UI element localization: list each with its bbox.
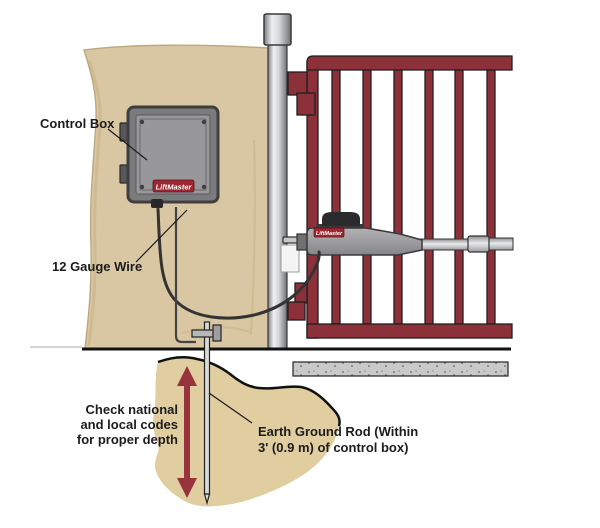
ground-wire [174, 207, 196, 344]
leader-line-wire [135, 209, 188, 263]
depth-note-line1: Check national [85, 402, 178, 417]
gate-hinge-lower [287, 301, 306, 321]
depth-note: Check national and local codes for prope… [60, 402, 178, 447]
rod-coupler [467, 235, 490, 253]
actuator-rod [419, 238, 473, 251]
soil-surface-line [157, 356, 341, 427]
liftmaster-logo: LiftMaster [152, 179, 195, 193]
post-cap [263, 13, 292, 46]
earth-note-line2: 3' (0.9 m) of control box) [258, 440, 409, 455]
gate-bar [362, 69, 372, 325]
wire-label: 12 Gauge Wire [52, 259, 143, 274]
gate-top-rail [306, 55, 513, 71]
gate-bar [486, 69, 496, 325]
power-wire [156, 207, 321, 320]
gate-bar [331, 69, 341, 325]
gate-hinge-upper [287, 71, 308, 96]
motor-cap [322, 212, 360, 226]
rod-tip [203, 493, 211, 506]
depth-note-line2: and local codes [80, 417, 178, 432]
gate-hinge-upper [296, 92, 316, 116]
control-box: LiftMaster [119, 105, 220, 208]
svg-text:LiftMaster: LiftMaster [156, 183, 193, 192]
gate-bar [393, 69, 403, 325]
actuator-rod-end [488, 237, 514, 251]
leader-line-control-box [107, 128, 148, 161]
gate-operator-arm: LiftMaster [280, 212, 514, 273]
box-screws [139, 119, 207, 190]
svg-text:LiftMaster: LiftMaster [316, 231, 343, 237]
clamp-bolt [212, 324, 222, 342]
gate [287, 55, 513, 339]
wire-grommet [151, 199, 163, 208]
gate-bar [454, 69, 464, 325]
leader-line-ground-rod [208, 392, 253, 424]
post-bracket-plate [280, 244, 300, 273]
dirt-cross-section [153, 356, 341, 507]
gate-bar [424, 69, 434, 325]
gate-bottom-rail [306, 323, 513, 339]
control-box-label: Control Box [40, 116, 115, 131]
concrete-pad [292, 361, 509, 377]
earth-ground-rod [191, 321, 222, 506]
wall-shading [87, 59, 102, 346]
liftmaster-logo-small: LiftMaster [313, 227, 345, 238]
depth-note-line3: for proper depth [76, 432, 178, 447]
depth-arrow [177, 366, 197, 498]
earth-note-line1: Earth Ground Rod (Within [258, 424, 419, 439]
earth-ground-rod-note: Earth Ground Rod (Within 3' (0.9 m) of c… [258, 424, 418, 456]
mounting-post [263, 13, 292, 350]
